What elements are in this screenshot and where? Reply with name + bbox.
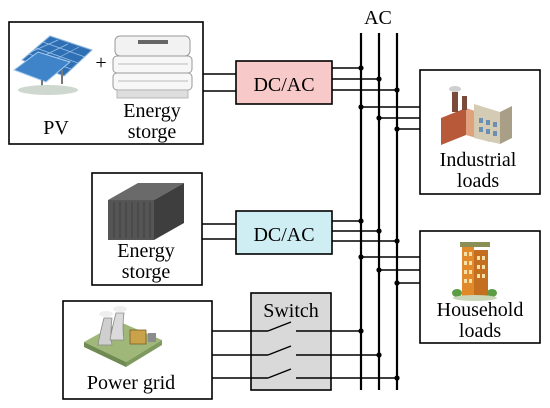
dcac-converter-top — [235, 60, 333, 105]
power-grid-block — [62, 300, 213, 400]
factory-icon — [441, 86, 512, 145]
industrial-label-line1: Industrial — [440, 149, 517, 171]
household-label-line2: loads — [459, 320, 501, 342]
pv-storage-block — [8, 21, 204, 145]
wires-bus-household — [361, 256, 420, 284]
dcac-middle-label: DC/AC — [253, 224, 314, 246]
wires-pv-converter — [203, 73, 236, 92]
pv-storage-label-line2: storge — [128, 121, 177, 143]
switch-box — [250, 292, 332, 391]
ac-bus-label: AC — [364, 7, 392, 29]
wires-storage-converter — [202, 223, 236, 240]
wires-middle-converter-bus — [332, 220, 397, 242]
ac-bus — [359, 33, 399, 390]
battery-cabinet-icon — [112, 35, 193, 99]
switch-contacts — [267, 321, 397, 379]
storage-label-line2: storge — [122, 261, 171, 283]
household-label-line1: Household — [437, 299, 524, 321]
dcac-top-label: DC/AC — [253, 74, 314, 96]
wires-grid-switch — [212, 330, 268, 379]
plus-sign: + — [95, 52, 106, 74]
dcac-converter-middle — [235, 210, 333, 255]
wires-bus-industrial — [361, 106, 420, 130]
bus-junction-dots — [358, 65, 400, 381]
storage-label-line1: Energy — [117, 240, 174, 262]
container-storage-icon — [108, 183, 184, 240]
household-loads-block — [419, 230, 541, 344]
storage-block — [91, 172, 203, 286]
pv-storage-label-line1: Energy — [123, 100, 180, 122]
solar-panel-icon — [12, 35, 93, 95]
pv-label: PV — [43, 117, 69, 139]
wires-top-converter-bus — [332, 67, 397, 91]
industrial-label-line2: loads — [457, 170, 499, 192]
power-grid-label: Power grid — [87, 372, 175, 394]
switch-label: Switch — [263, 300, 319, 322]
power-plant-icon — [84, 306, 162, 367]
apartment-building-icon — [452, 242, 497, 301]
